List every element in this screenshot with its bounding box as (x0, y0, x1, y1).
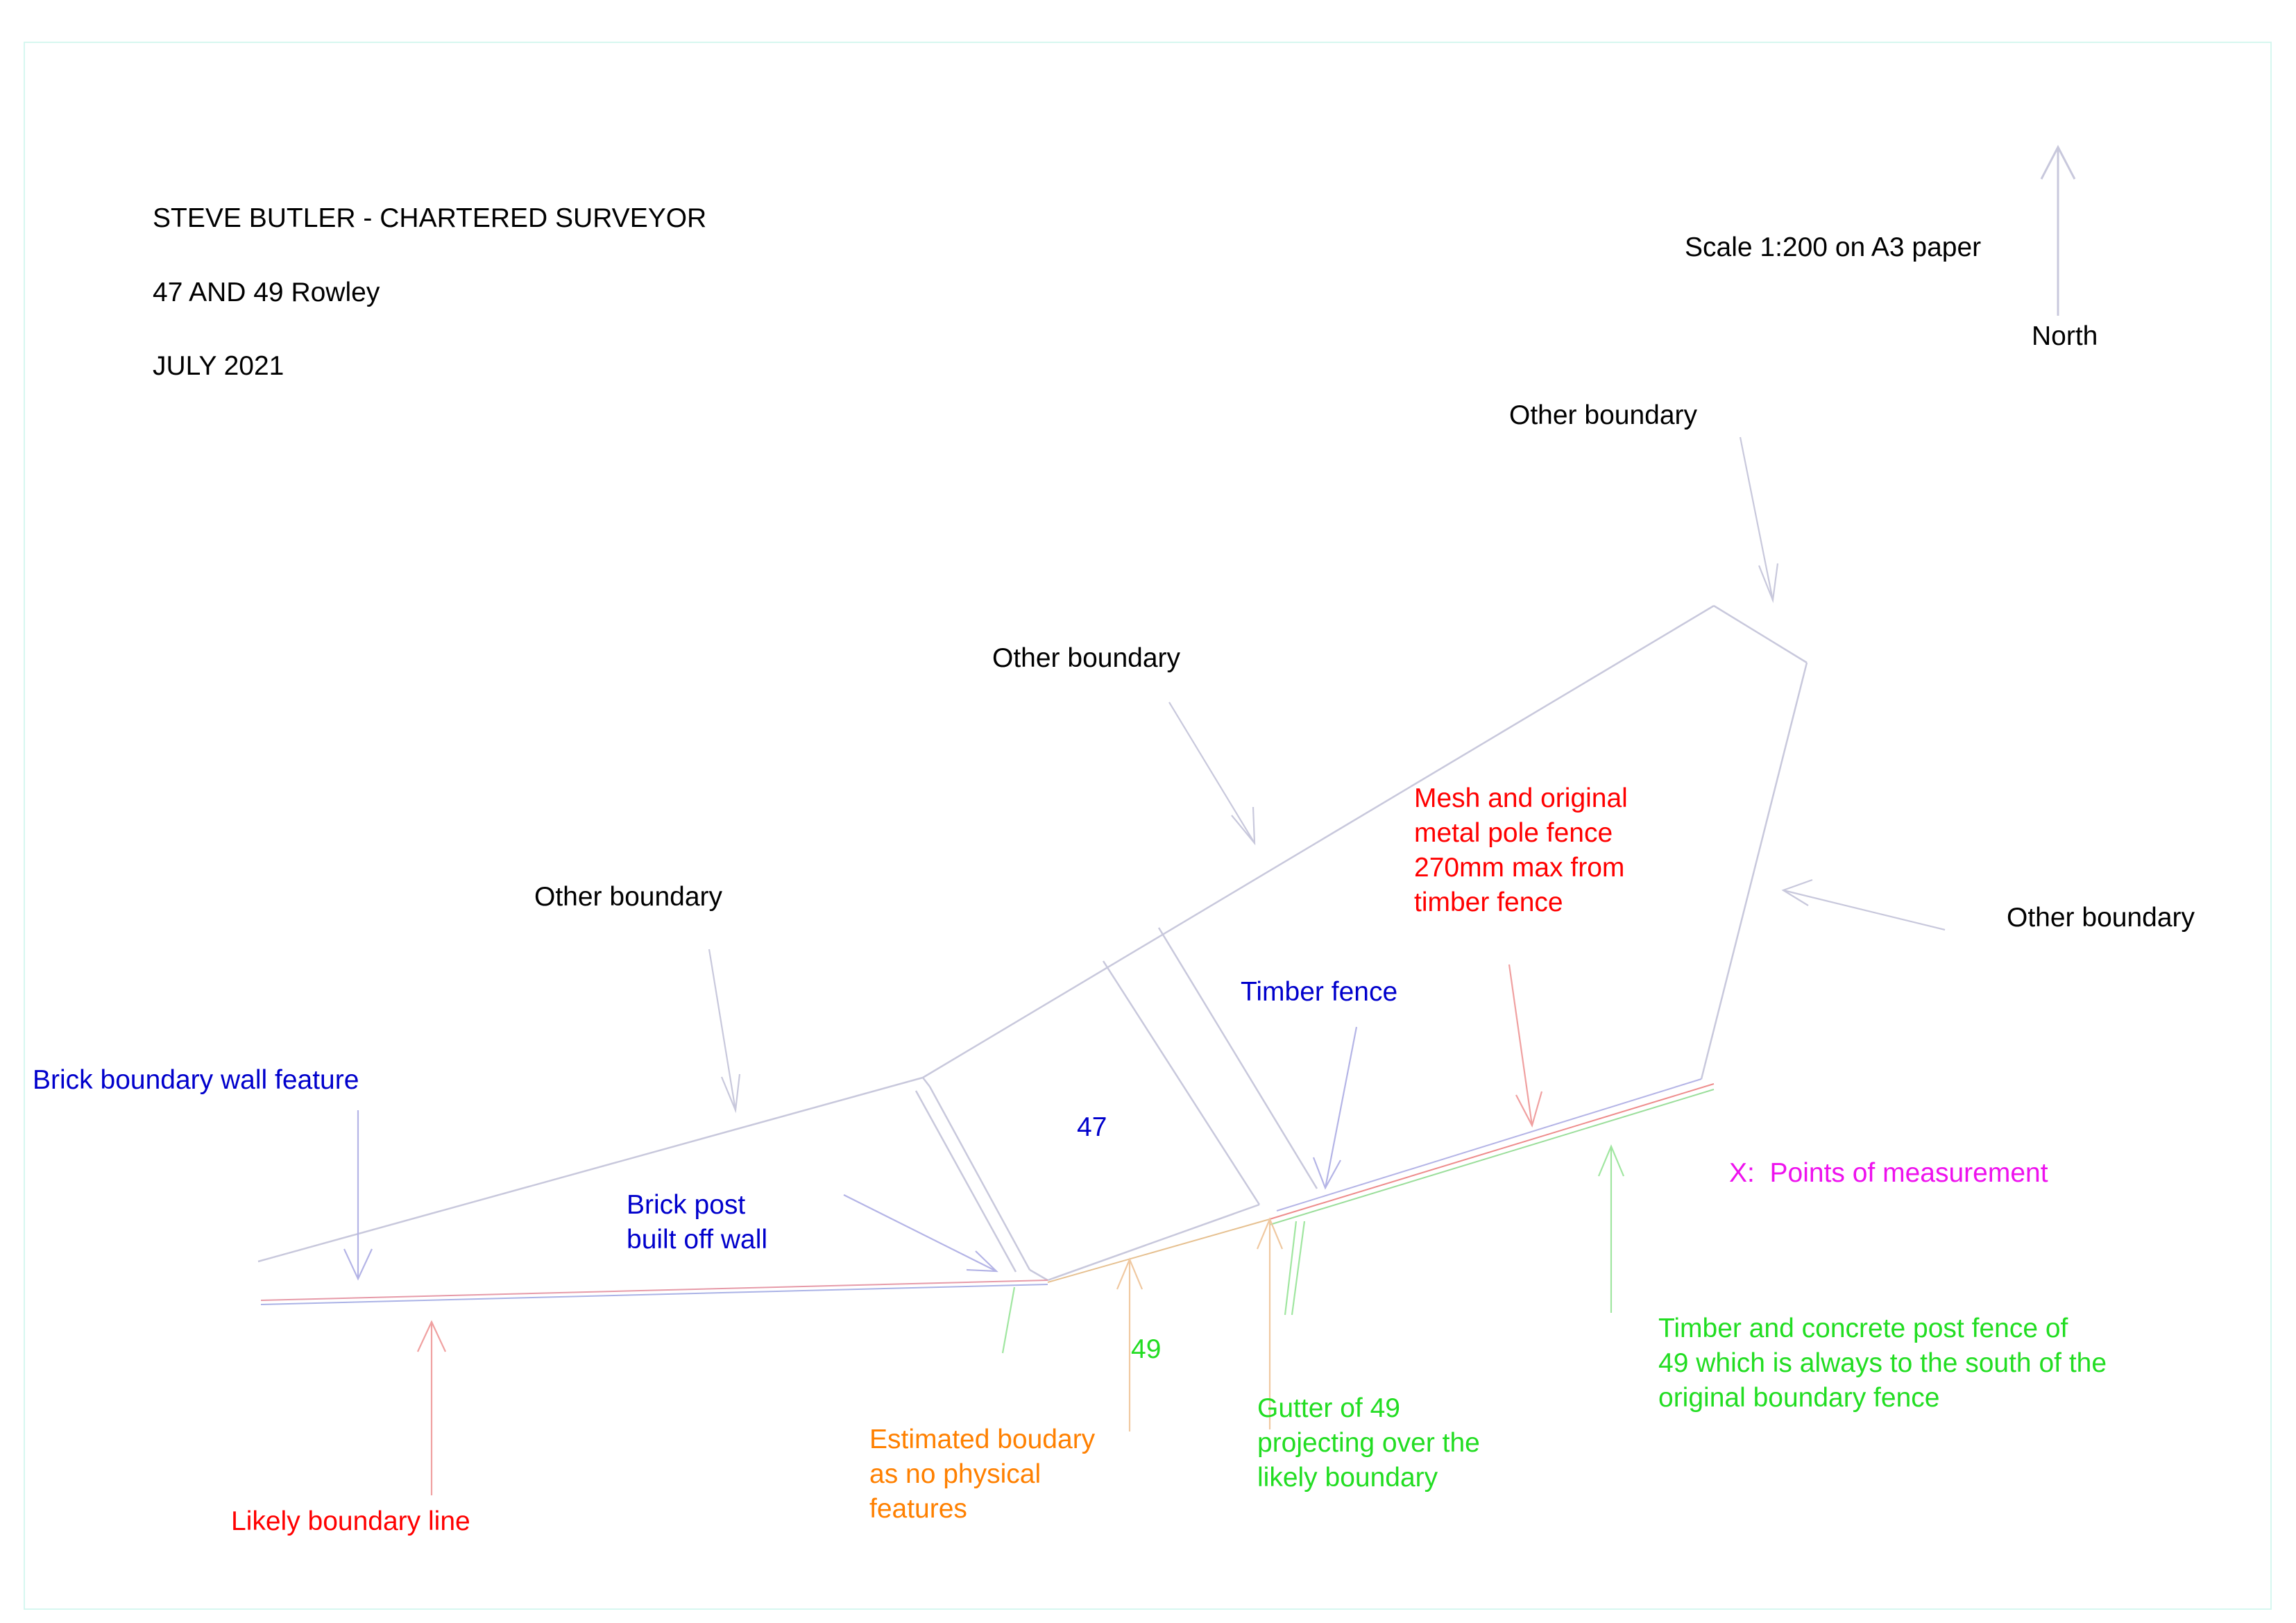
drawing-frame (24, 42, 2272, 1610)
north-label: North (2032, 321, 2098, 351)
points-of-measurement-legend: X: Points of measurement (1729, 1158, 2048, 1188)
gutter-label: Gutter of 49 projecting over the likely … (1257, 1393, 1480, 1493)
north-arrow-icon (2040, 144, 2076, 316)
date-label: JULY 2021 (153, 351, 284, 381)
plot-49-label: 49 (1131, 1334, 1162, 1364)
brick-post-label: Brick post built off wall (627, 1190, 768, 1255)
estimated-boundary-label: Estimated boudary as no physical feature… (869, 1425, 1096, 1524)
other-boundary-label-left: Other boundary (534, 882, 723, 912)
likely-boundary-line (260, 1078, 1715, 1305)
timber-fence-label: Timber fence (1241, 977, 1398, 1007)
scale-label: Scale 1:200 on A3 paper (1685, 232, 1982, 262)
mesh-fence-label: Mesh and original metal pole fence 270mm… (1414, 783, 1628, 917)
other-boundary-label-right: Other boundary (2007, 903, 2195, 933)
company-title: STEVE BUTLER - CHARTERED SURVEYOR (153, 203, 707, 233)
site-outline (257, 604, 1808, 1282)
other-boundary-label-top: Other boundary (1509, 400, 1698, 430)
other-boundary-label-mid: Other boundary (992, 643, 1181, 673)
property-title: 47 AND 49 Rowley (153, 278, 380, 307)
pointer-arrows (343, 436, 1946, 1495)
likely-boundary-label: Likely boundary line (231, 1506, 470, 1536)
plot-47-label: 47 (1077, 1112, 1107, 1142)
timber-concrete-fence-label: Timber and concrete post fence of 49 whi… (1658, 1314, 2107, 1413)
brick-wall-feature-label: Brick boundary wall feature (33, 1065, 359, 1095)
